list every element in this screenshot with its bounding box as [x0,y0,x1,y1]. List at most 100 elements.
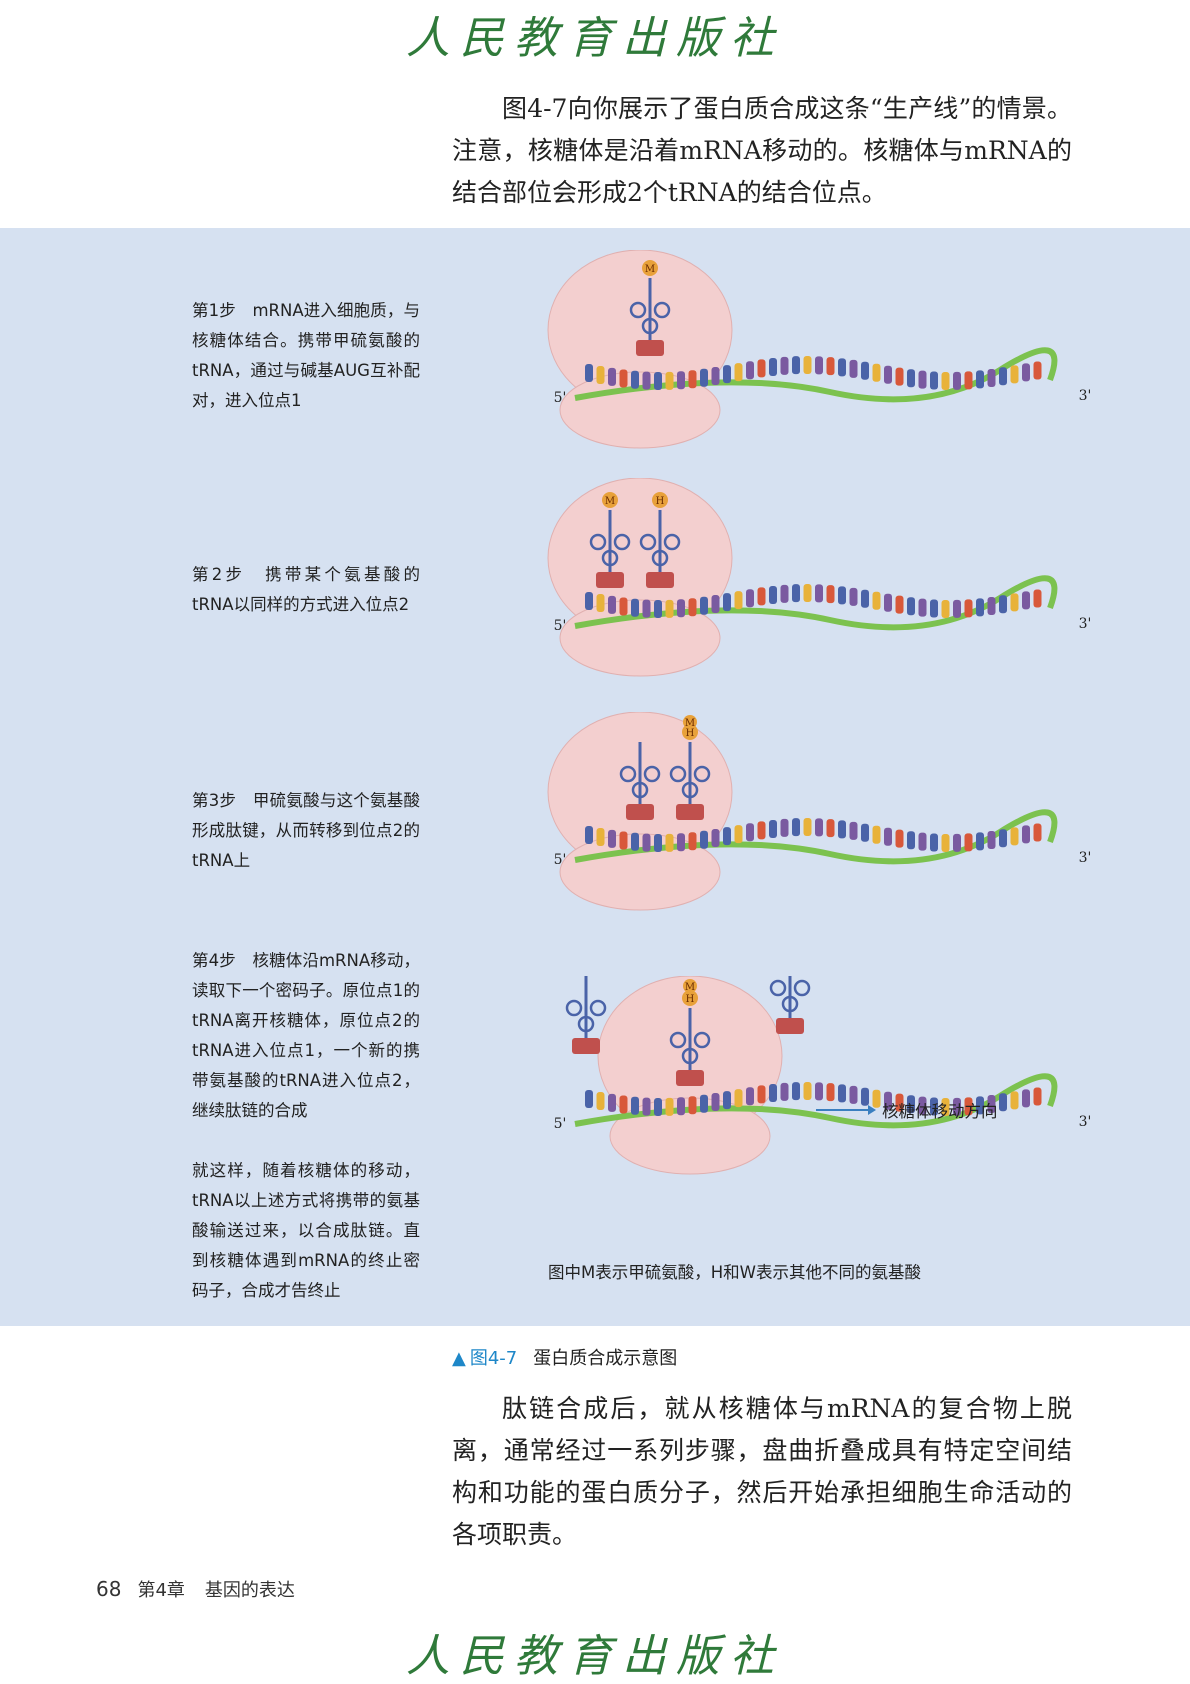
trna-loop-left [769,979,787,997]
mrna-base [608,829,616,848]
mrna-base [596,593,605,612]
publisher-logo-bottom: 人民教育出版社 [406,1631,784,1682]
mrna-base [631,370,639,389]
trna-loop-right [653,301,671,319]
mrna-base [757,587,766,606]
mrna-base [734,363,743,382]
mrna-base [654,833,662,852]
mrna-base [918,832,927,851]
mrna-base [769,819,777,838]
mrna-base [1022,591,1030,610]
mrna-base [723,365,731,384]
mrna-base [723,1091,731,1110]
mrna-base [907,831,915,850]
trna-loop-right [693,765,711,783]
trna-site-2: H [669,724,711,820]
mrna-base [677,371,685,390]
three-prime-label: 3' [1079,850,1092,866]
mrna-base [608,1093,616,1112]
mrna-base [780,584,789,603]
trna-incoming: W [769,938,811,1034]
mrna-base [895,829,904,848]
mrna-base [596,365,605,384]
mrna-base [608,367,616,386]
mrna-base [792,584,800,603]
trna-loop-left [619,765,637,783]
trna-loop-right [693,1031,711,1049]
trna-loop-right [663,533,681,551]
trna-loop-bottom [601,549,619,567]
mrna-base [619,597,628,616]
mrna-base [861,1087,869,1106]
chapter-title: 基因的表达 [204,1580,295,1601]
mrna-base [723,593,731,612]
five-prime-label: 5' [554,390,567,406]
trna-loop-left [589,533,607,551]
trna-loop-right [613,533,631,551]
mrna-base [999,595,1007,614]
mrna-base [585,592,593,610]
mrna-base [619,831,628,850]
mrna-base [677,599,685,618]
mrna-base [849,821,858,840]
mrna-base [964,371,973,390]
mrna-base [619,369,628,388]
mrna-base [1033,1087,1042,1106]
trna-methionine: M [629,260,671,356]
mrna-base [631,1096,639,1115]
mrna-base [930,833,938,852]
amino-label: H [686,728,695,739]
mrna-base [1033,823,1042,842]
trna-leaving [565,976,607,1054]
step-2-text: 第2步 携带某个氨基酸的tRNA以同样的方式进入位点2 [192,565,420,614]
mrna-base [1010,1091,1019,1110]
trna-loop-left [565,999,583,1017]
mrna-base [585,1090,593,1108]
mrna-base [826,1083,835,1102]
mrna-base [999,1093,1007,1112]
trna-site-2: H [639,492,681,588]
mrna-base [757,1085,766,1104]
diagram-step-4: 5'3'HWM [530,938,1120,1196]
mrna-base [734,1089,743,1108]
figure-number: 图4-7 [469,1348,518,1369]
mrna-base [826,357,835,376]
mrna-base [953,371,961,390]
mrna-base [792,356,800,375]
mrna-base [734,591,743,610]
mrna-base [746,589,754,608]
mrna-base [953,1097,961,1116]
mrna-base [711,1093,720,1112]
mrna-base [895,595,904,614]
mrna-base [608,595,616,614]
amino-acid-m [683,979,697,993]
mrna-base [987,596,996,615]
amino-label: M [605,496,615,507]
mrna-base [665,1097,674,1116]
mrna-base [757,821,766,840]
trna-anticodon [572,1038,600,1054]
trna-loop-bottom [631,781,649,799]
mrna-base [838,358,846,377]
mrna-base [1033,589,1042,608]
mrna-base [1022,825,1030,844]
mrna-base [746,361,754,380]
mrna-base [941,371,950,390]
mrna-base [999,829,1007,848]
mrna-base [872,1089,881,1108]
mrna-base [642,371,651,390]
mrna-base [815,356,823,375]
mrna-base [941,599,950,618]
mrna-base [861,823,869,842]
trna-anticodon [646,572,674,588]
five-prime-label: 5' [554,852,567,868]
mrna-base [884,365,892,384]
mrna-base [838,820,846,839]
mrna-base [1022,363,1030,382]
trna-loop-bottom [651,549,669,567]
triangle-icon: ▲ [452,1348,466,1369]
mrna-base [803,1082,812,1101]
trna-loop-left [639,533,657,551]
